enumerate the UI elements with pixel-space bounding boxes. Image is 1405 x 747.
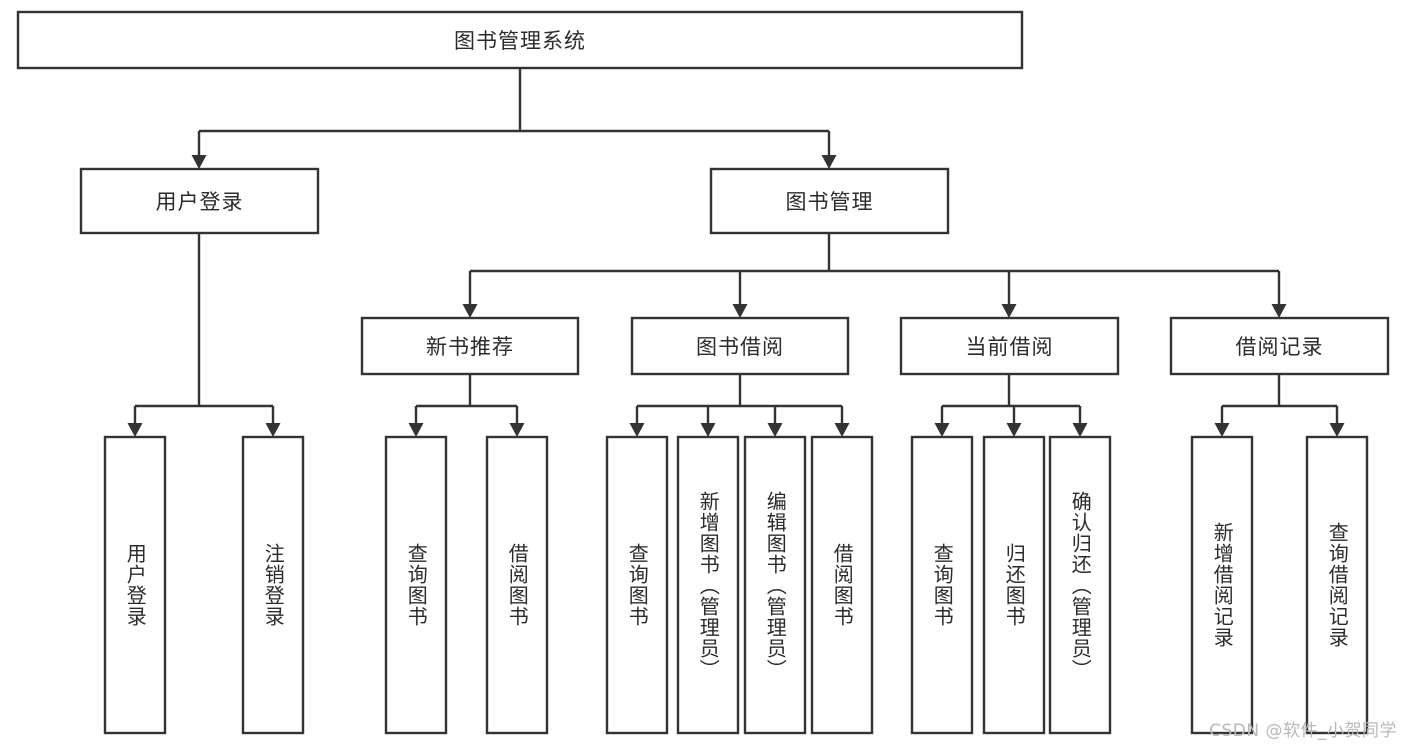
- arrow-head: [1001, 304, 1017, 318]
- node-box-leaf-borrow-book[interactable]: [810, 435, 874, 735]
- arrow-head: [1329, 423, 1345, 437]
- node-box-leaf-logout[interactable]: [241, 435, 305, 735]
- arrow-head: [629, 423, 645, 437]
- arrow-head: [821, 155, 837, 169]
- csdn-watermark: CSDN @软件_小贺同学: [1209, 721, 1397, 741]
- arrow-head: [509, 423, 525, 437]
- node-box-borrow-record[interactable]: [1169, 316, 1390, 376]
- node-box-leaf-add-book[interactable]: [676, 435, 740, 735]
- node-box-book-manage[interactable]: [709, 167, 950, 235]
- arrow-head: [1214, 423, 1230, 437]
- arrow-head: [191, 155, 207, 169]
- arrow-head: [462, 304, 478, 318]
- node-box-leaf-edit-book[interactable]: [743, 435, 807, 735]
- arrow-head: [767, 423, 783, 437]
- node-box-book-borrow[interactable]: [630, 316, 850, 376]
- arrow-head: [408, 423, 424, 437]
- node-box-leaf-query-book-current[interactable]: [910, 435, 974, 735]
- node-box-current-borrow[interactable]: [899, 316, 1120, 376]
- arrow-head: [265, 423, 281, 437]
- node-box-leaf-add-borrow-record[interactable]: [1190, 435, 1254, 735]
- node-box-user-login[interactable]: [79, 167, 320, 235]
- arrow-head: [700, 423, 716, 437]
- node-box-leaf-user-login[interactable]: [103, 435, 167, 735]
- arrow-head: [1006, 423, 1022, 437]
- node-box-leaf-borrow-book-recommend[interactable]: [485, 435, 549, 735]
- node-box-leaf-query-borrow-record[interactable]: [1305, 435, 1369, 735]
- arrow-head: [732, 304, 748, 318]
- node-box-leaf-return-book[interactable]: [982, 435, 1046, 735]
- arrow-head: [834, 423, 850, 437]
- arrow-head: [127, 423, 143, 437]
- node-box-new-book-recommend[interactable]: [360, 316, 580, 376]
- arrow-head: [1072, 423, 1088, 437]
- arrow-head: [1271, 304, 1287, 318]
- node-box-leaf-query-book-recommend[interactable]: [384, 435, 448, 735]
- node-box-leaf-confirm-return[interactable]: [1048, 435, 1112, 735]
- arrow-head: [934, 423, 950, 437]
- node-box-root[interactable]: [16, 10, 1024, 70]
- node-box-leaf-query-book-borrow[interactable]: [605, 435, 669, 735]
